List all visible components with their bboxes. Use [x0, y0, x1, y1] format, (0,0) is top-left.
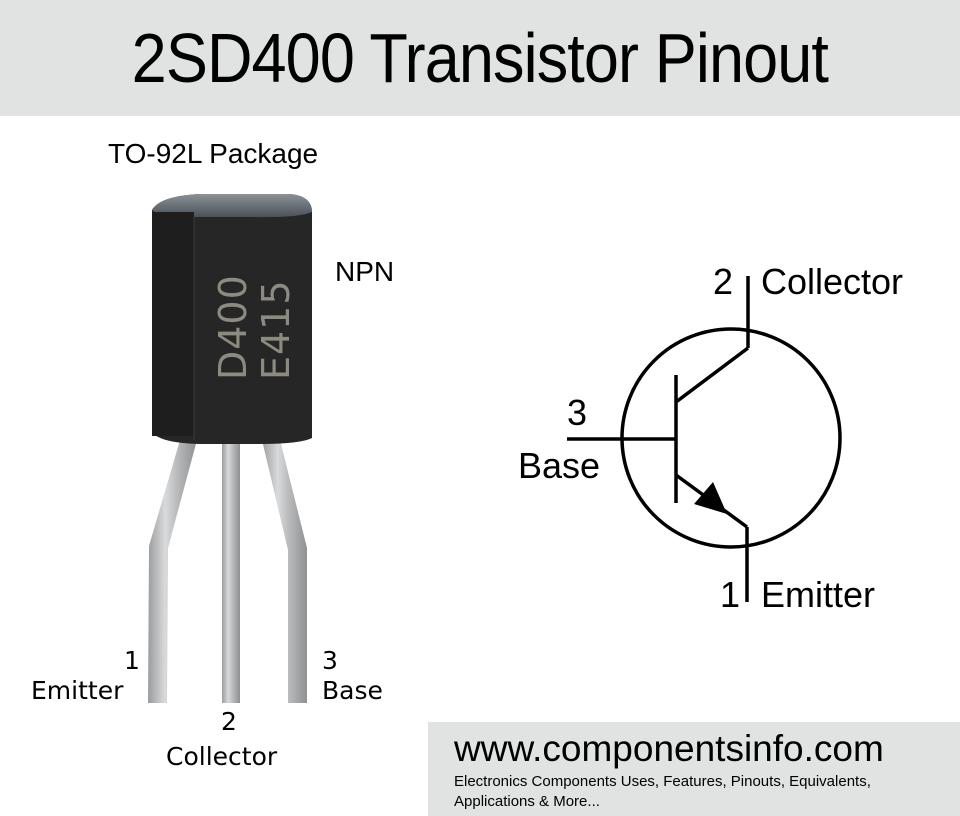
- transistor-body: [152, 194, 312, 444]
- site-url: www.componentsinfo.com: [454, 728, 884, 769]
- schematic-pin2-name: Collector: [761, 261, 904, 302]
- photo-pin1-name: Emitter: [31, 676, 124, 705]
- footer-banner: www.componentsinfo.com Electronics Compo…: [428, 722, 960, 816]
- collector-diagonal: [674, 346, 750, 404]
- lead-base: [262, 440, 307, 703]
- lead-collector: [222, 440, 240, 703]
- lead-emitter: [148, 440, 197, 703]
- photo-pin3-name: Base: [322, 676, 383, 705]
- page-title: 2SD400 Transistor Pinout: [0, 18, 960, 98]
- photo-pin2-number: 2: [221, 707, 237, 736]
- header-banner: 2SD400 Transistor Pinout: [0, 0, 960, 116]
- emitter-arrow-icon: [694, 482, 727, 514]
- photo-pin2-name: Collector: [166, 742, 278, 771]
- schematic-pin1-number: 1: [720, 574, 741, 615]
- tagline-line2: Applications & More...: [454, 793, 600, 810]
- transistor-type-label: NPN: [335, 256, 395, 287]
- schematic-pin2-number: 2: [713, 261, 734, 302]
- package-label: TO-92L Package: [108, 138, 319, 169]
- tagline-line1: Electronics Components Uses, Features, P…: [454, 773, 871, 790]
- page-title-text: 2SD400 Transistor Pinout: [131, 19, 829, 97]
- photo-pin1-number: 1: [124, 646, 140, 675]
- photo-pin3-number: 3: [322, 646, 338, 675]
- schematic-pin1-name: Emitter: [761, 574, 876, 615]
- schematic-pin3-name: Base: [518, 445, 601, 486]
- schematic-pin3-number: 3: [567, 392, 588, 433]
